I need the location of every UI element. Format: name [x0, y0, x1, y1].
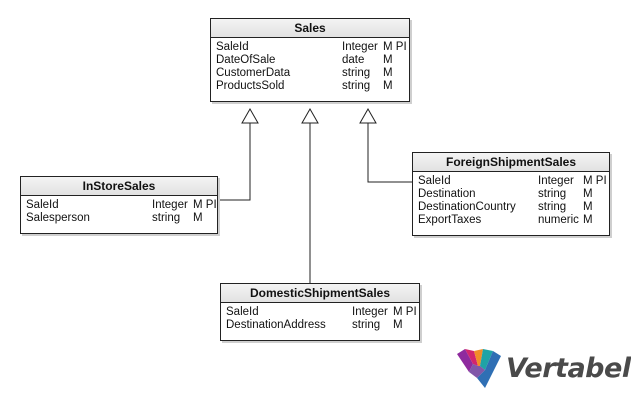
entity-sales-title: Sales [211, 19, 409, 38]
connector-instore [218, 123, 251, 201]
entity-foreign-shipment-sales-title: ForeignShipmentSales [413, 153, 609, 172]
entity-instore-sales-title: InStoreSales [21, 177, 217, 196]
vertabelo-logo: Vertabelo [456, 348, 631, 394]
inheritance-arrow-domestic [301, 107, 319, 124]
vertabelo-logo-icon [457, 349, 501, 388]
inheritance-arrow-instore [241, 107, 259, 124]
inheritance-arrow-foreign [359, 107, 377, 124]
entity-domestic-shipment-sales-title: DomesticShipmentSales [221, 284, 419, 303]
connector-foreign [367, 123, 412, 183]
vertabelo-logo-text: Vertabelo [506, 353, 631, 384]
